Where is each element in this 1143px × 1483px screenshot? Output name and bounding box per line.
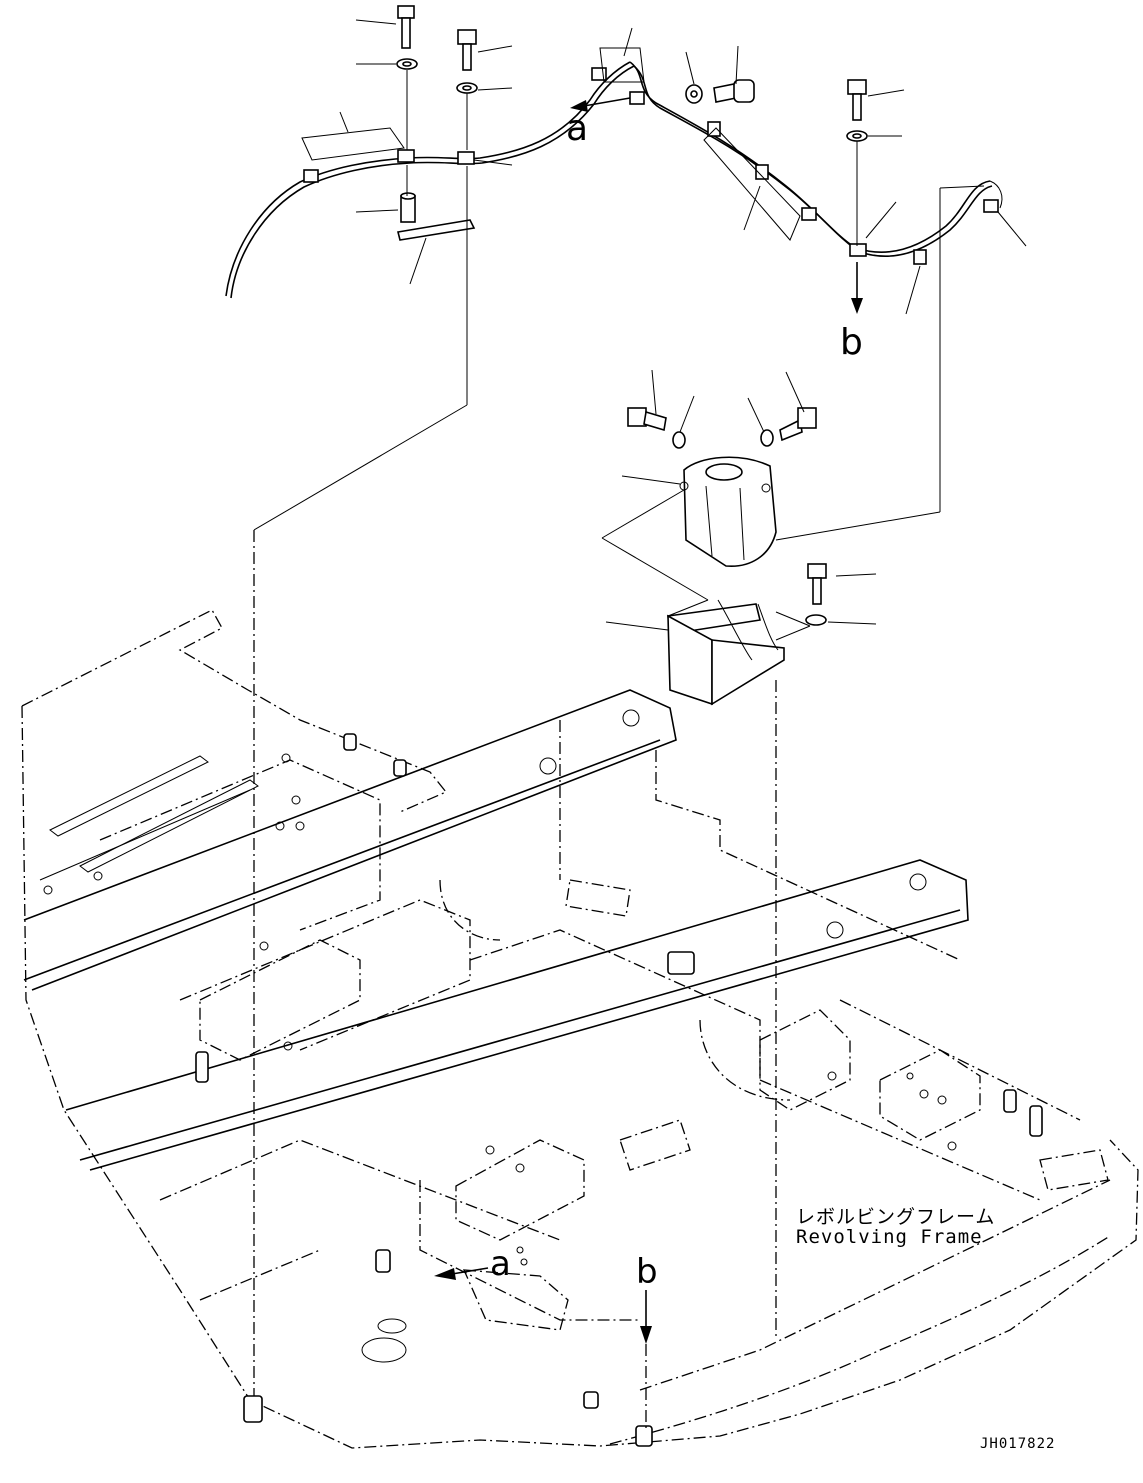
hose-clamp [457,151,475,165]
hose-clamp [801,207,817,221]
bolt-icon [397,5,415,19]
hose-clamp [849,243,867,257]
washer-icon [805,614,827,626]
bolt-icon [797,407,817,429]
hose-clamp [629,91,645,105]
mount-boss-icon [635,1425,653,1447]
hose-assembly [225,47,1003,299]
mount-boss-icon [375,1249,391,1273]
washer-icon [672,431,686,449]
hose-clamp [913,249,927,265]
mount-boss-icon [667,951,695,975]
revolving-frame [21,609,1139,1449]
reference-label-b-bottom: b [636,1252,658,1292]
washer-icon [760,429,774,447]
mount-boss-icon [243,1395,263,1423]
reference-label-a-top: a [566,108,589,149]
bolt-icon [627,407,647,427]
tank-assembly [601,185,985,1336]
hose-clamp [303,169,319,183]
spacer-icon [400,195,416,223]
mount-boss-icon [1029,1105,1043,1137]
bolt-top-sidemount [570,79,755,112]
bolt-stack-left [396,5,476,241]
callout-leaders [339,19,1027,631]
hose-clamp [397,149,415,163]
mount-boss-icon [583,1391,599,1409]
mount-boss-icon [195,1051,209,1083]
tank-cap-icon [705,463,743,481]
bolt-icon [733,79,755,103]
frame-name-japanese: レボルビングフレーム [796,1206,996,1228]
drawing-id: JH017822 [980,1436,1056,1452]
frame-name-english: Revolving Frame [796,1226,983,1248]
bolt-stack-mid [253,29,478,1420]
bolt-icon [807,563,827,579]
reference-label-b-top: b [840,322,863,363]
bolt-icon [457,29,477,45]
bolt-icon [847,79,867,95]
mount-boss-icon [1003,1089,1017,1113]
plate-icon [397,219,476,241]
reference-label-a-bottom: a [490,1244,511,1284]
hose-clamp [755,164,769,180]
mount-boss-icon [393,759,407,777]
hose-clamp [983,199,999,213]
mount-boss-icon [343,733,357,751]
reservoir-tank-icon [683,456,777,567]
bolt-stack-right [846,79,868,314]
